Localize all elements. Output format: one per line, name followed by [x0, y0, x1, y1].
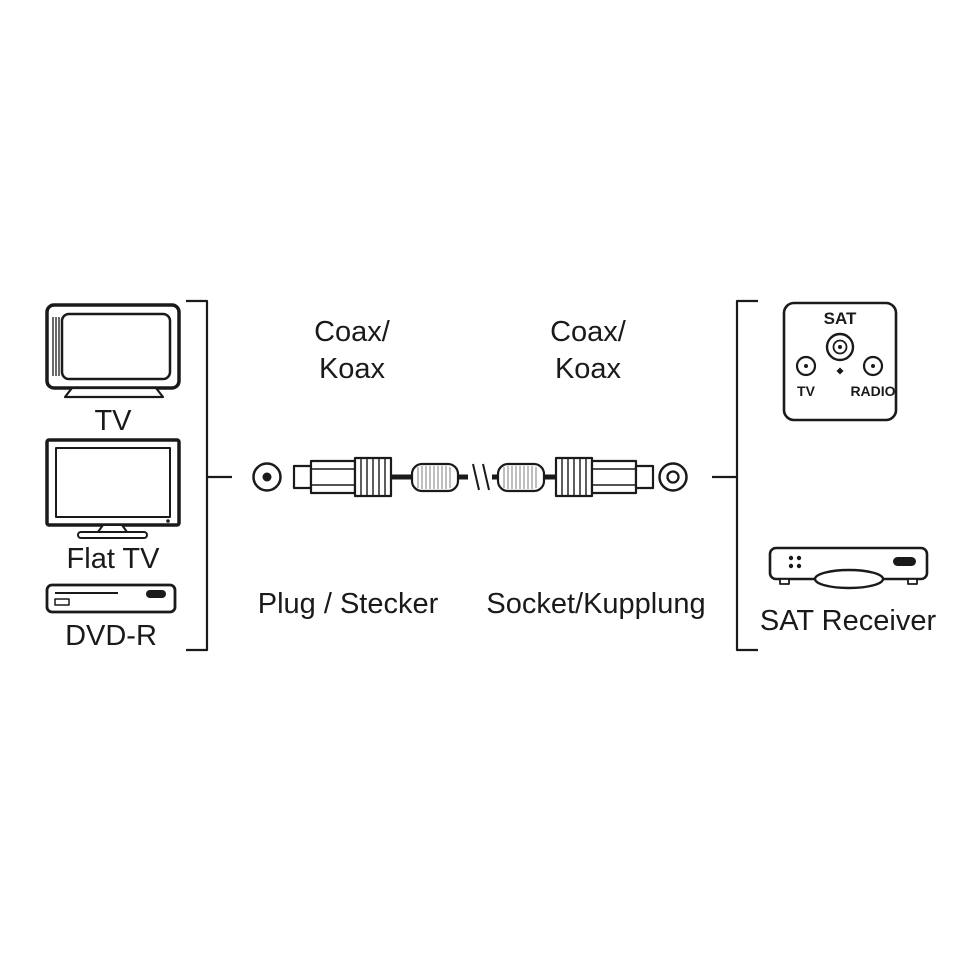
coax-label-right: Coax/ Koax: [528, 314, 648, 388]
tv-label: TV: [94, 405, 132, 437]
ferrite-bead-icon: [410, 462, 460, 493]
wallplate-tv-label: TV: [797, 383, 815, 399]
sat-receiver-label: SAT Receiver: [759, 605, 937, 637]
ferrite-bead-icon: [496, 462, 546, 493]
socket-end-view-icon: [658, 462, 688, 492]
flat-tv-icon: [45, 438, 181, 539]
sat-receiver-icon: [768, 546, 929, 590]
socket-label: Socket/Kupplung: [486, 588, 706, 620]
flat-tv-label: Flat TV: [66, 543, 160, 575]
coax-label-left: Coax/ Koax: [292, 314, 412, 388]
coax-cable-icon: [252, 456, 688, 498]
plug-label: Plug / Stecker: [257, 588, 439, 620]
wallplate-radio-label: RADIO: [850, 383, 896, 399]
plug-end-view-icon: [252, 462, 282, 492]
crt-tv-icon: [45, 303, 181, 399]
wallplate-sat-label: SAT: [823, 309, 857, 328]
coax-label-left-line1: Coax/: [314, 316, 390, 348]
coax-label-left-line2: Koax: [318, 353, 386, 385]
left-bracket: [186, 299, 232, 652]
dvd-r-label: DVD-R: [65, 620, 157, 652]
right-bracket: [712, 299, 758, 652]
dvd-player-icon: [45, 583, 177, 614]
coax-label-right-line2: Koax: [554, 353, 622, 385]
coax-label-right-line1: Coax/: [550, 316, 626, 348]
sat-wallplate-icon: [782, 301, 898, 422]
